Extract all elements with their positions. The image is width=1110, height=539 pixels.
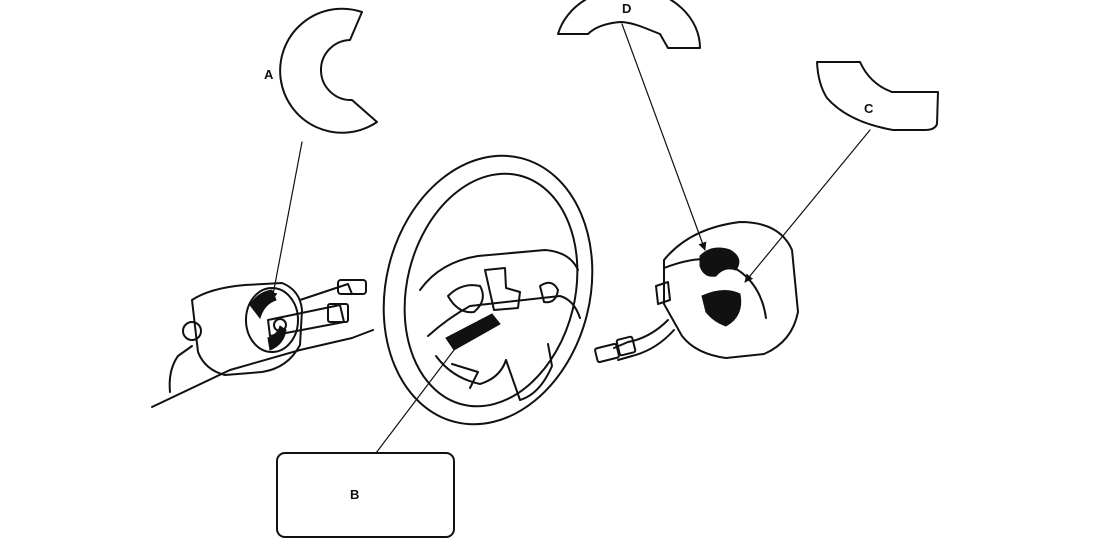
callout-b-panel: B (276, 452, 455, 538)
callout-c-panel: C (816, 61, 939, 131)
callout-a-panel: A (264, 7, 378, 134)
callout-c-label: C (864, 101, 874, 116)
leader-line-d (621, 23, 707, 251)
callout-d-label: D (622, 1, 631, 16)
steering-column-illustration (151, 279, 374, 408)
leader-line-a (269, 141, 303, 301)
callout-a-label: A (264, 67, 274, 82)
callout-d-panel: D (557, 0, 701, 49)
airbag-module-illustration (594, 221, 799, 364)
callout-b-label: B (350, 487, 359, 502)
leader-line-b (375, 349, 455, 454)
steering-wheel-illustration (382, 154, 594, 426)
leader-line-c (744, 129, 871, 283)
